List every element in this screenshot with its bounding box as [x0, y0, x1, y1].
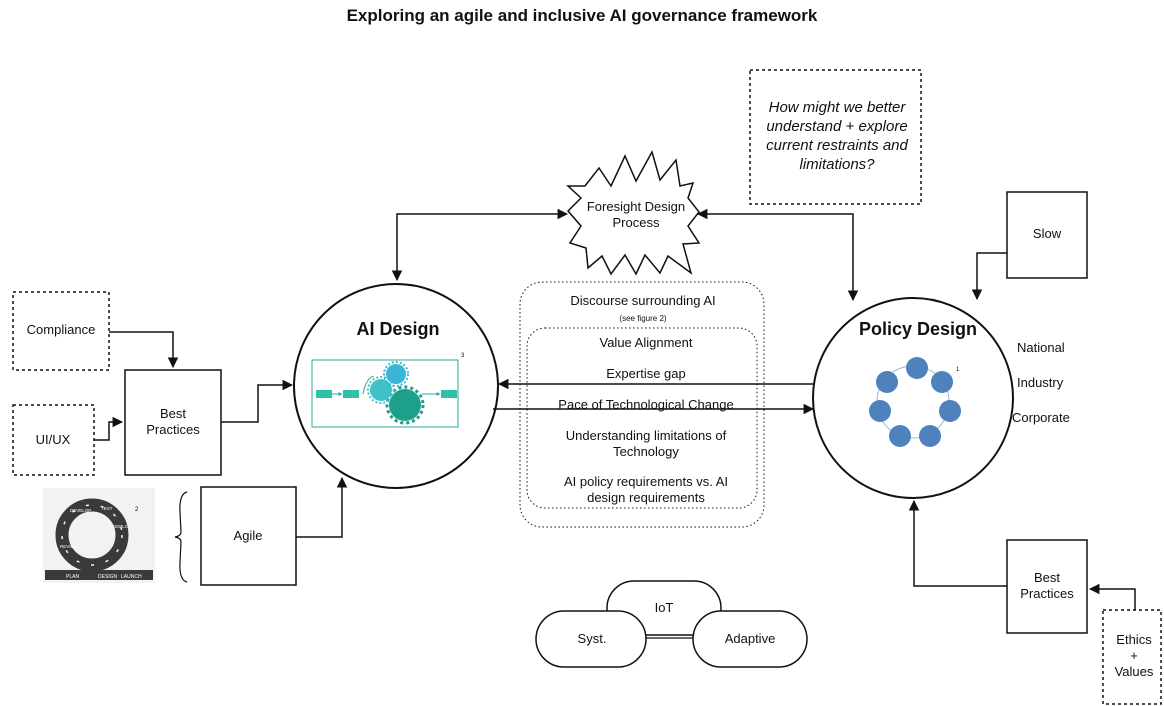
- ai-design-circle: AI Design 3: [293, 283, 499, 489]
- ai-design-figure: [311, 359, 459, 428]
- agile-cycle-footnote: 2: [135, 507, 139, 513]
- syst-label: Syst.: [578, 631, 607, 646]
- level-corporate: Corporate: [1012, 410, 1070, 425]
- discourse-limitations-line1: Understanding limitations of: [566, 428, 727, 443]
- discourse-heading: Discourse surrounding AI: [570, 293, 715, 308]
- discourse-limitations-line2: Technology: [613, 444, 679, 459]
- level-industry: Industry: [1017, 375, 1064, 390]
- ui-ux-box: UI/UX: [12, 404, 95, 476]
- connectors: [94, 208, 1136, 610]
- question-line2: understand + explore: [766, 118, 907, 135]
- best-practices-right-line2: Practices: [1020, 586, 1074, 601]
- question-box: How might we better understand + explore…: [749, 69, 922, 205]
- agile-cycle-test: TEST: [101, 506, 113, 511]
- level-national: National: [1017, 340, 1065, 355]
- policy-cycle-footnote: 1: [956, 367, 960, 373]
- agile-cycle-image: PLAN DESIGN LAUNCH DEVELOP TEST DEPLOY R…: [43, 488, 155, 583]
- values-label: Values: [1115, 664, 1154, 679]
- agile-brace: [174, 491, 188, 583]
- discourse-subheading: (see figure 2): [619, 314, 666, 323]
- agile-label: Agile: [234, 528, 263, 543]
- question-line1: How might we better: [769, 99, 907, 116]
- ai-design-label: AI Design: [356, 319, 439, 339]
- agile-box: Agile: [200, 486, 297, 586]
- discourse-expertise-gap: Expertise gap: [606, 366, 686, 381]
- best-practices-right-line1: Best: [1034, 570, 1060, 585]
- compliance-label: Compliance: [27, 322, 96, 337]
- discourse-value-alignment: Value Alignment: [600, 335, 693, 350]
- question-line3: current restraints and: [766, 137, 908, 154]
- ui-ux-label: UI/UX: [36, 432, 71, 447]
- discourse-requirements-line2: design requirements: [587, 490, 705, 505]
- best-practices-left-line1: Best: [160, 406, 186, 421]
- iot-cluster: IoT Syst. Adaptive: [535, 580, 808, 668]
- agile-cycle-deploy: DEPLOY: [113, 524, 131, 529]
- policy-cycle-figure: [869, 357, 961, 447]
- agile-cycle-design: DESIGN: [98, 574, 118, 580]
- policy-design-circle: Policy Design 1: [812, 297, 1014, 499]
- ethics-label: Ethics: [1116, 632, 1152, 647]
- slow-label: Slow: [1033, 226, 1062, 241]
- iot-label: IoT: [655, 600, 674, 615]
- agile-cycle-plan: PLAN: [66, 574, 79, 580]
- slow-box: Slow: [1006, 191, 1088, 279]
- ethics-values-box: Ethics + Values: [1102, 609, 1162, 705]
- agile-cycle-launch: LAUNCH: [121, 574, 142, 580]
- compliance-box: Compliance: [12, 291, 110, 371]
- adaptive-label: Adaptive: [725, 631, 776, 646]
- agile-cycle-review: REVIEW: [60, 544, 79, 549]
- ethics-plus: +: [1130, 648, 1138, 663]
- foresight-label-line2: Process: [613, 215, 660, 230]
- foresight-label-line1: Foresight Design: [587, 199, 685, 214]
- foresight-design-process: Foresight Design Process: [566, 150, 701, 276]
- discourse-panel: Discourse surrounding AI (see figure 2) …: [519, 281, 765, 528]
- best-practices-right-box: Best Practices: [1006, 539, 1088, 634]
- question-line4: limitations?: [799, 156, 875, 173]
- ai-design-footnote: 3: [461, 353, 465, 359]
- policy-design-label: Policy Design: [859, 319, 977, 339]
- diagram-title: Exploring an agile and inclusive AI gove…: [346, 6, 818, 25]
- agile-cycle-develop: DEVELOP: [70, 508, 91, 513]
- best-practices-left-box: Best Practices: [124, 369, 222, 476]
- best-practices-left-line2: Practices: [146, 422, 200, 437]
- discourse-requirements-line1: AI policy requirements vs. AI: [564, 474, 728, 489]
